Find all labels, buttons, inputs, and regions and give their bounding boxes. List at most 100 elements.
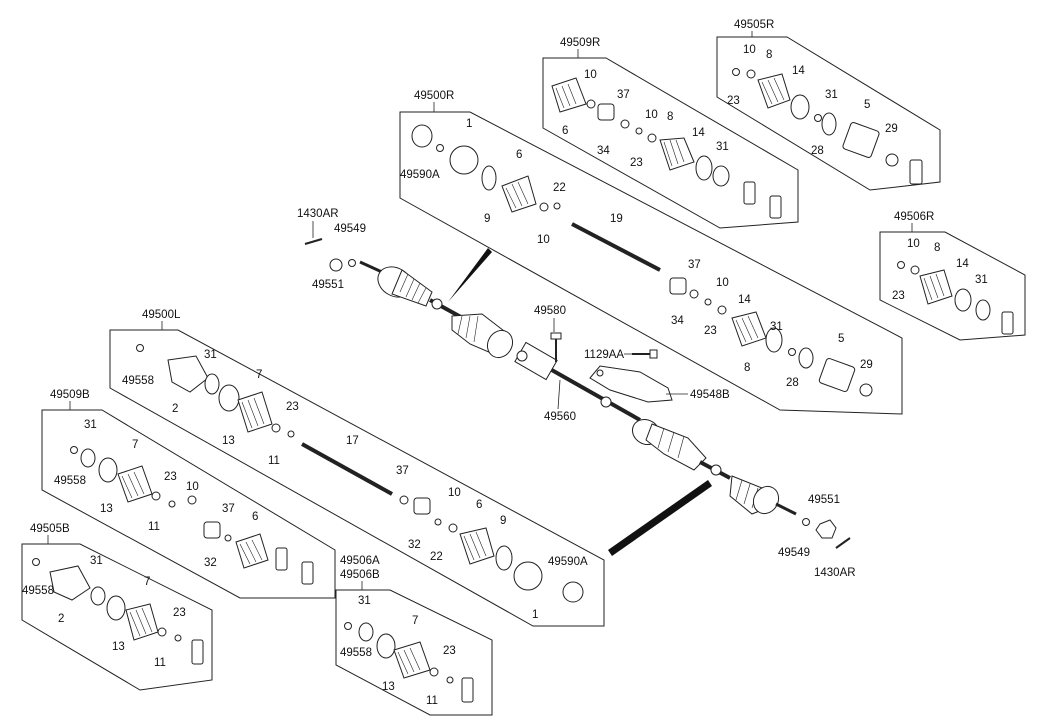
label-7: 7 — [256, 369, 262, 381]
intermediate-shaft-assembly — [514, 332, 673, 422]
label-49551: 49551 — [808, 494, 840, 506]
label-23: 23 — [630, 157, 643, 169]
parts-49500R — [411, 124, 873, 397]
label-23: 23 — [443, 645, 456, 657]
box-49500L — [109, 329, 605, 627]
part-labels: 10 8 14 23 31 5 29 28 10 37 6 34 10 8 23… — [22, 44, 988, 707]
label-32: 32 — [204, 557, 217, 569]
box-49509B — [41, 409, 336, 599]
dust-seal — [600, 396, 612, 408]
label-10: 10 — [907, 238, 920, 250]
box-49505R — [716, 36, 941, 191]
left-shaft-assembly — [631, 418, 851, 549]
stub-shaft — [359, 260, 383, 274]
label-49590A: 49590A — [548, 556, 588, 568]
label-14: 14 — [738, 294, 751, 306]
label-32: 32 — [408, 539, 421, 551]
label-31: 31 — [975, 274, 988, 286]
box-outlines — [21, 36, 1026, 716]
outer-boot — [391, 269, 433, 307]
label-49549: 49549 — [778, 547, 810, 559]
split-marker-right — [448, 248, 492, 302]
label-7: 7 — [132, 439, 138, 451]
label-28: 28 — [786, 377, 799, 389]
stub-shaft-left — [775, 502, 797, 516]
label-22: 22 — [553, 182, 566, 194]
label-11: 11 — [148, 521, 160, 533]
label-49506B: 49506B — [340, 569, 380, 581]
label-6: 6 — [252, 511, 258, 523]
label-5: 5 — [864, 99, 870, 111]
box-49500R — [399, 111, 903, 415]
label-10: 10 — [584, 69, 597, 81]
label-10: 10 — [448, 487, 461, 499]
washer-49549-left — [802, 518, 810, 526]
inner-boot-left — [645, 423, 707, 471]
label-22: 22 — [430, 551, 443, 563]
outer-joint-left — [752, 485, 780, 515]
parts-49506R — [897, 261, 1014, 335]
label-49558: 49558 — [122, 375, 154, 387]
label-1: 1 — [532, 609, 538, 621]
label-13: 13 — [382, 681, 395, 693]
label-49548B: 49548B — [690, 389, 730, 401]
label-49560: 49560 — [544, 411, 576, 423]
label-31: 31 — [204, 349, 217, 361]
hub-nut-49551-left — [815, 519, 837, 539]
label-49506A: 49506A — [340, 555, 380, 567]
label-9: 9 — [484, 213, 490, 225]
label-2: 2 — [172, 403, 178, 415]
label-11: 11 — [154, 657, 166, 669]
label-31: 31 — [770, 321, 783, 333]
label-2: 2 — [58, 613, 64, 625]
label-29: 29 — [860, 359, 873, 371]
hub-nut-49551 — [329, 258, 343, 272]
label-49506R: 49506R — [894, 211, 934, 223]
label-49558: 49558 — [54, 475, 86, 487]
label-5: 5 — [838, 333, 844, 345]
label-49505R: 49505R — [734, 19, 774, 31]
washer-49549 — [348, 259, 356, 267]
label-37: 37 — [617, 89, 630, 101]
label-10: 10 — [537, 234, 550, 246]
box-49506AB — [335, 589, 493, 716]
label-49590A: 49590A — [400, 169, 440, 181]
label-10: 10 — [743, 44, 756, 56]
label-49549: 49549 — [334, 223, 366, 235]
parts-49505R — [732, 68, 923, 185]
inner-cv-housing — [486, 329, 514, 359]
parts-49509B — [70, 446, 314, 585]
label-49500L: 49500L — [142, 309, 181, 321]
label-23: 23 — [173, 607, 186, 619]
parts-49505B — [32, 558, 204, 665]
label-7: 7 — [412, 615, 418, 627]
label-1430AR: 1430AR — [297, 208, 339, 220]
label-13: 13 — [100, 503, 113, 515]
split-markers — [448, 248, 712, 556]
label-49500R: 49500R — [414, 90, 454, 102]
bolt-head — [649, 349, 658, 359]
label-28: 28 — [811, 145, 824, 157]
label-49558: 49558 — [340, 647, 372, 659]
label-8: 8 — [744, 362, 750, 374]
split-pin — [304, 238, 323, 245]
label-49558: 49558 — [22, 585, 54, 597]
label-31: 31 — [825, 89, 838, 101]
right-shaft-assembly — [304, 238, 514, 359]
label-49551: 49551 — [312, 279, 344, 291]
label-6: 6 — [476, 499, 482, 511]
label-10: 10 — [186, 481, 199, 493]
label-23: 23 — [892, 290, 905, 302]
label-31: 31 — [716, 141, 729, 153]
split-marker-left — [608, 480, 712, 556]
label-31: 31 — [358, 595, 371, 607]
label-19: 19 — [610, 213, 623, 225]
box-titles: 49505R 49509R 49500R 49506R 49500L 49509… — [30, 19, 934, 590]
label-7: 7 — [144, 576, 150, 588]
label-11: 11 — [268, 455, 280, 467]
label-23: 23 — [286, 401, 299, 413]
label-49509B: 49509B — [50, 389, 90, 401]
label-34: 34 — [671, 315, 684, 327]
label-17: 17 — [346, 435, 359, 447]
